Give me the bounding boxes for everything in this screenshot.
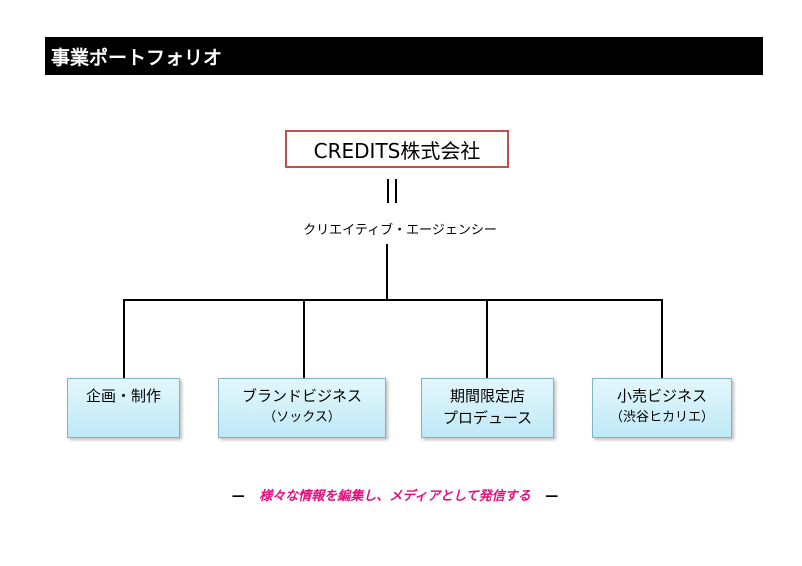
company-name: CREDITS株式会社 <box>313 138 481 163</box>
business-box-retail: 小売ビジネス （渋谷ヒカリエ） <box>592 378 732 438</box>
business-sublabel: プロデュース <box>442 409 533 427</box>
business-box-popup: 期間限定店 プロデュース <box>421 378 554 438</box>
business-sublabel: （渋谷ヒカリエ） <box>609 410 714 425</box>
connector-branch-2 <box>303 299 305 379</box>
business-box-planning: 企画・制作 <box>67 378 180 438</box>
company-box: CREDITS株式会社 <box>285 130 509 168</box>
equivalence-bar-left <box>387 179 389 203</box>
equivalence-bar-right <box>395 179 397 203</box>
equivalence-mark <box>385 179 399 203</box>
page-title: 事業ポートフォリオ <box>51 46 223 69</box>
business-box-brand: ブランドビジネス （ソックス） <box>218 378 386 438</box>
connector-horizontal <box>123 299 663 301</box>
tagline: — 様々な情報を編集し、メディアとして発信する — <box>195 485 595 505</box>
tagline-dash-left: — <box>231 489 245 504</box>
business-label: 小売ビジネス <box>616 387 707 405</box>
business-label: 企画・制作 <box>85 387 161 405</box>
connector-trunk <box>386 244 388 300</box>
page-title-bar: 事業ポートフォリオ <box>45 37 763 75</box>
tagline-text: 様々な情報を編集し、メディアとして発信する <box>259 489 531 504</box>
business-label: 期間限定店 <box>449 387 525 405</box>
agency-subtitle: クリエイティブ・エージェンシー <box>303 223 497 238</box>
tagline-dash-right: — <box>545 489 559 504</box>
connector-branch-4 <box>661 299 663 379</box>
connector-branch-1 <box>123 299 125 379</box>
business-label: ブランドビジネス <box>241 387 362 405</box>
connector-branch-3 <box>486 299 488 379</box>
business-sublabel: （ソックス） <box>263 410 341 425</box>
